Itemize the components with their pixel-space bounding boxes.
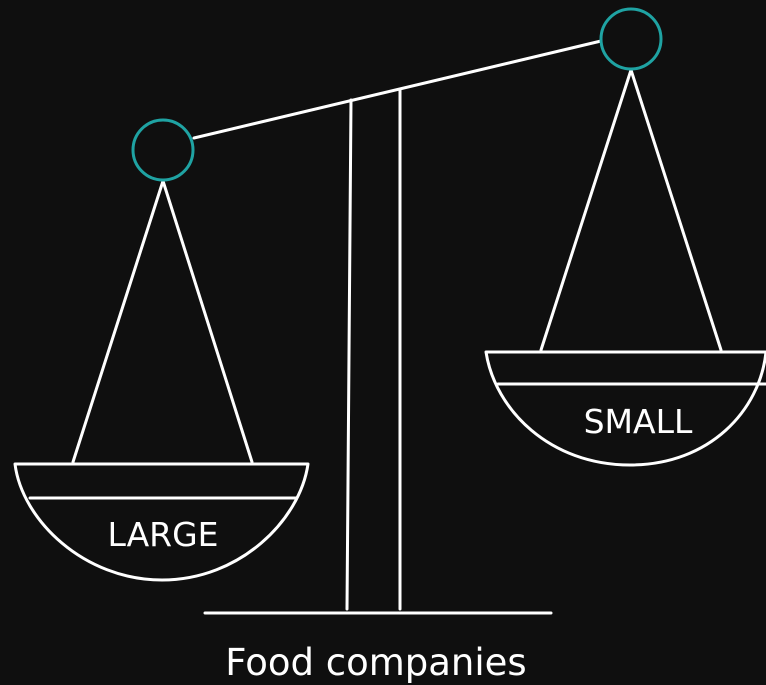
right-string-b xyxy=(629,68,723,352)
left-string-b xyxy=(161,179,254,464)
left-pan-bowl xyxy=(13,462,310,582)
left-string-a xyxy=(71,179,165,464)
right-pan-label: SMALL xyxy=(584,402,693,441)
scale-post-left xyxy=(345,98,353,611)
right-pivot-circle xyxy=(599,7,663,71)
left-pan: LARGE xyxy=(13,462,310,582)
right-string-a xyxy=(539,68,633,352)
right-pan: SMALL xyxy=(484,350,766,467)
left-pivot-circle xyxy=(131,118,195,182)
diagram-caption: Food companies xyxy=(225,641,526,684)
left-pan-label: LARGE xyxy=(107,515,218,554)
scale-beam xyxy=(192,39,603,140)
right-pan-bowl xyxy=(484,350,766,467)
